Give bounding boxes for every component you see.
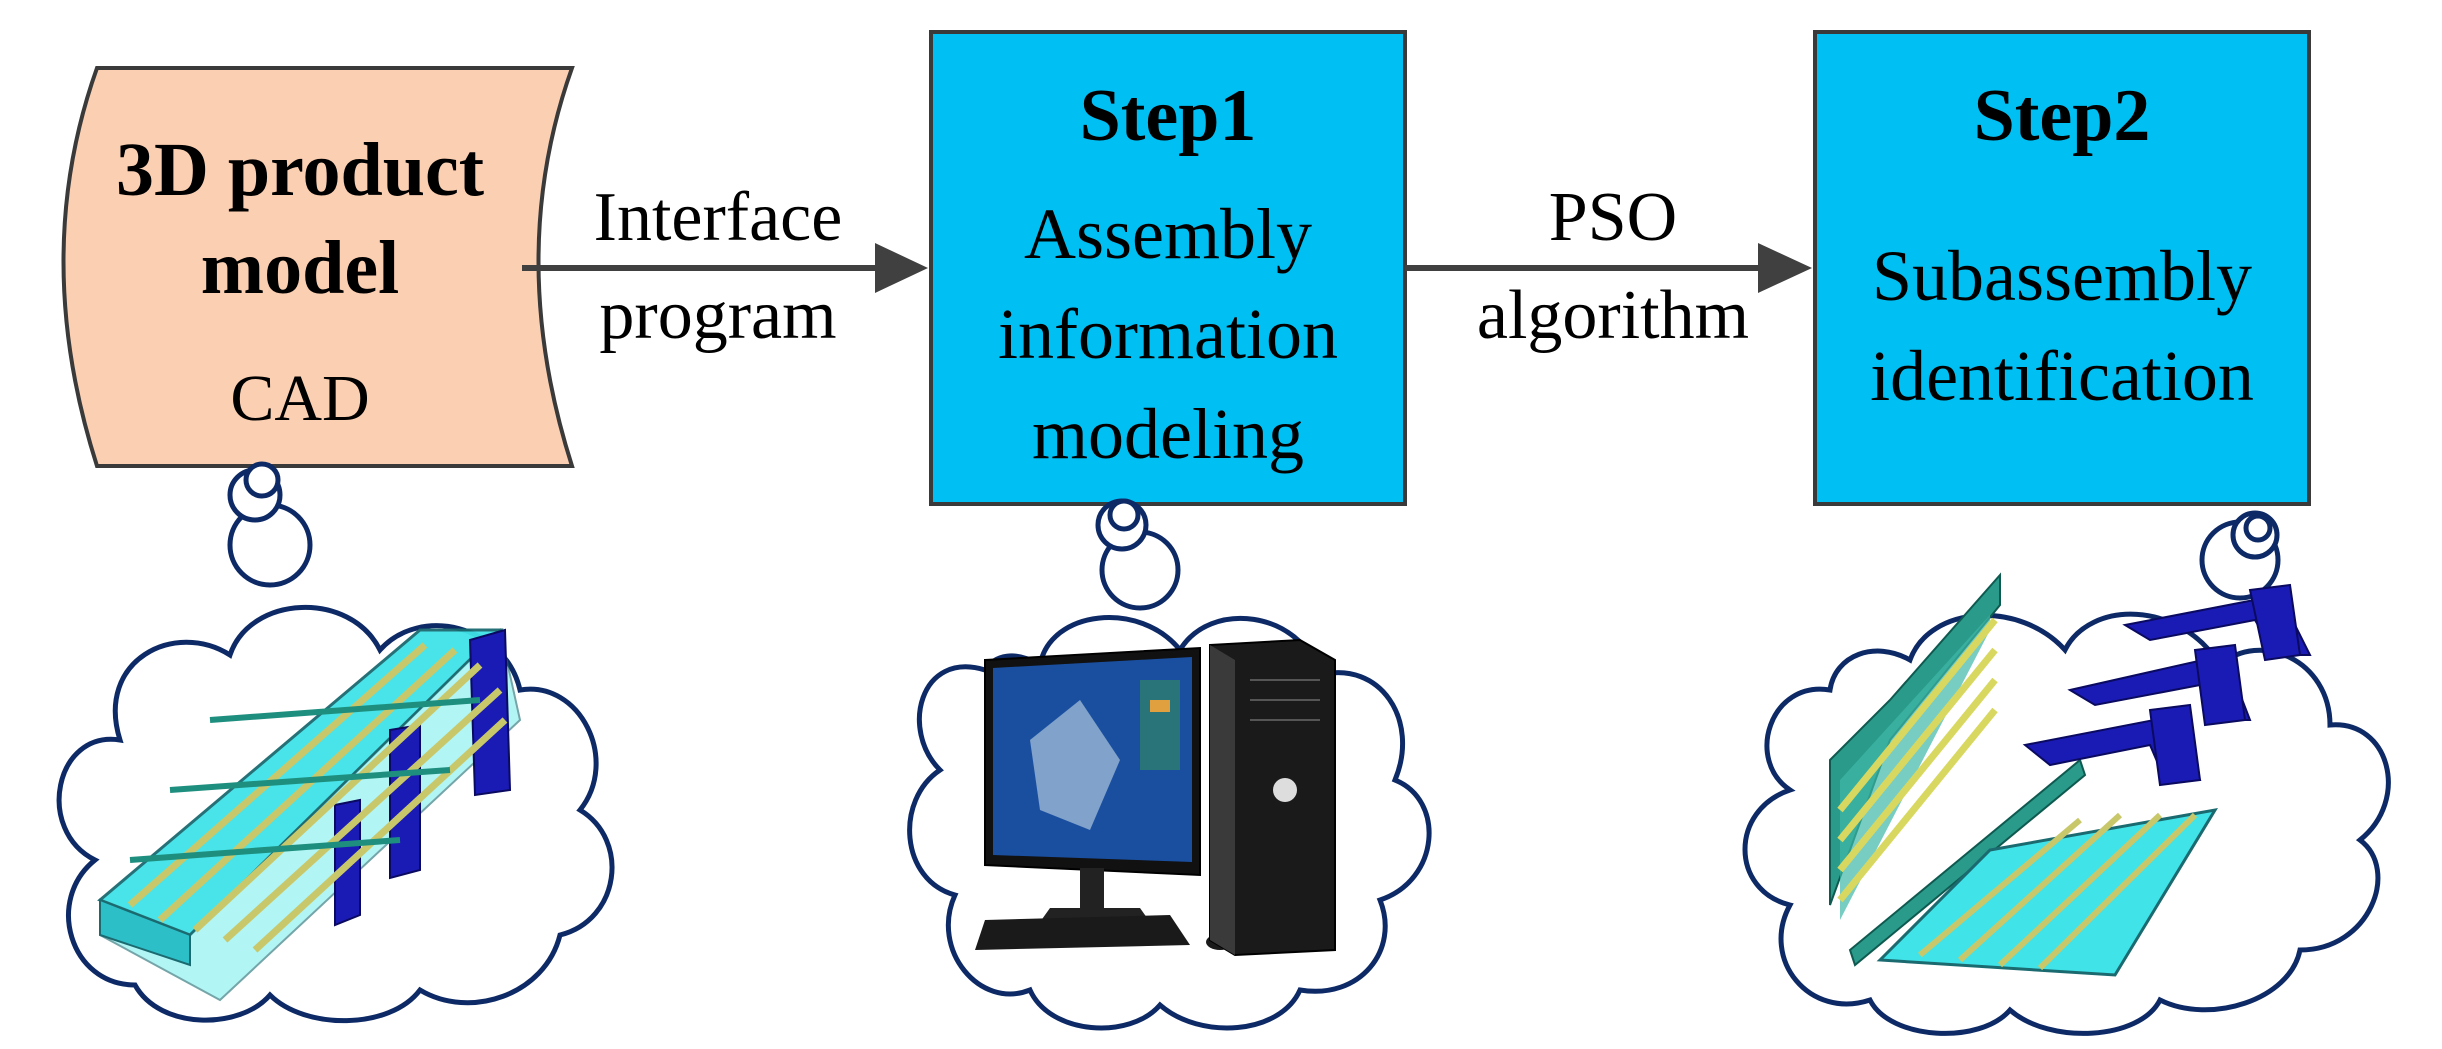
arrowhead-icon	[1758, 243, 1812, 293]
step1-line3: modeling	[1032, 394, 1304, 474]
thought-bubble-circles	[2199, 510, 2281, 601]
step1-line1: Assembly	[1024, 194, 1312, 274]
step1-line2: information	[998, 294, 1338, 374]
source-subtitle: CAD	[230, 362, 369, 435]
thought-bubble-circles	[227, 461, 313, 588]
step1-node: Step1 Assembly information modeling	[929, 30, 1407, 506]
thought-cloud-2	[907, 498, 1432, 1031]
arrow2-label-line2: algorithm	[1477, 277, 1749, 354]
thought-cloud-3	[1742, 510, 2391, 1036]
step2-line1: Subassembly	[1872, 236, 2252, 316]
step2-node: Step2 Subassembly identification	[1813, 30, 2311, 506]
step1-box	[929, 30, 1407, 506]
subassembly-parts-icon	[1829, 572, 2312, 977]
source-title-line2: model	[201, 226, 399, 310]
source-document-node: 3D product model CAD	[61, 66, 575, 468]
document-shape	[61, 66, 575, 468]
step2-title: Step2	[1974, 75, 2151, 157]
step2-box	[1813, 30, 2311, 506]
arrow-pso-algorithm: PSO algorithm	[1405, 179, 1812, 354]
desktop-computer-icon	[975, 638, 1336, 957]
thought-bubble-circles	[1095, 498, 1181, 611]
arrow-interface-program: Interface program	[522, 179, 928, 354]
arrow2-label-line1: PSO	[1549, 179, 1677, 256]
aircraft-panel-icon	[97, 628, 522, 1002]
arrowhead-icon	[875, 243, 928, 293]
source-title-line1: 3D product	[116, 128, 484, 212]
step1-title: Step1	[1080, 75, 1257, 157]
arrow1-label-line1: Interface	[594, 179, 843, 256]
step2-line2: identification	[1870, 336, 2254, 416]
thought-cloud-1	[56, 461, 615, 1024]
arrow1-label-line2: program	[599, 277, 836, 354]
